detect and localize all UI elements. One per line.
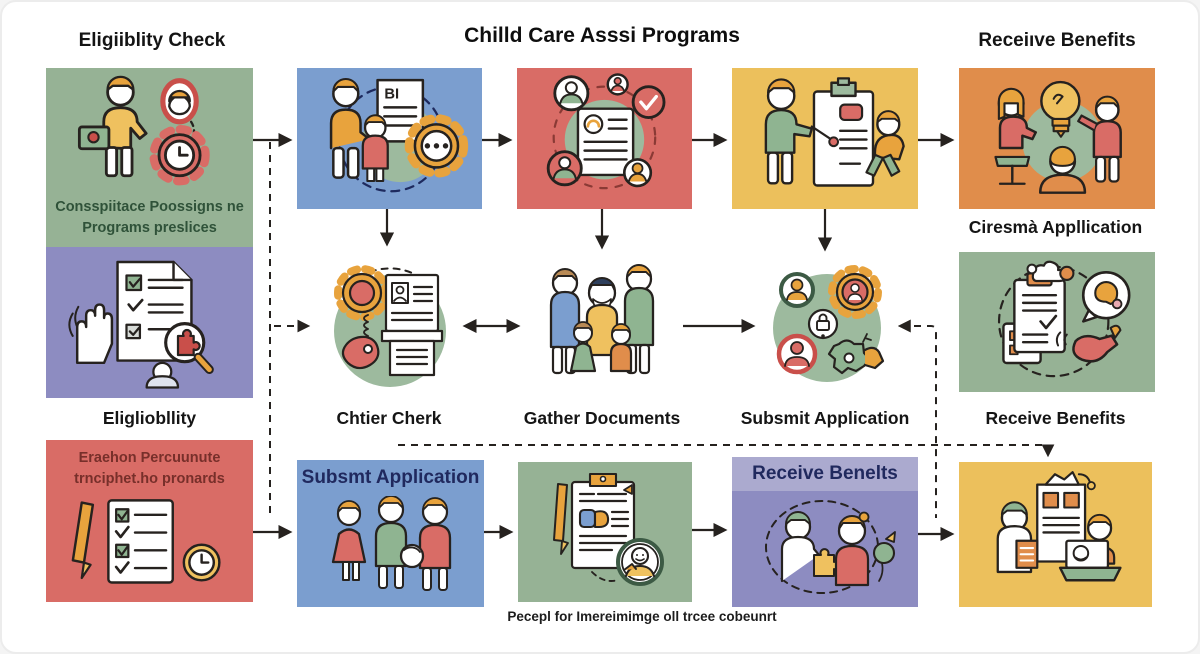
application-label: Ciresmà Appllication [968, 217, 1143, 237]
submit-application-box: Subsmt Application [297, 460, 484, 607]
counselor-clipboard-child-icon [764, 77, 905, 187]
people-documents-laptop-icon [996, 471, 1122, 582]
receive-benefits-label: Receive Benefits [985, 408, 1126, 428]
family-lightbulb-icon [994, 80, 1122, 194]
parent-portrait-clock-icon [77, 75, 210, 186]
benefits-family-box [959, 68, 1155, 209]
family-group-icon [549, 264, 655, 375]
step3-label: Subsmit Application [740, 408, 910, 428]
receive-benefits-title: Receive Benelts [752, 463, 898, 484]
footer-caption: Pecepl for Imereimimge oll trcee cobeunr… [507, 609, 777, 624]
family-document-gear-icon: BI [329, 77, 469, 193]
avatars-gears-lock-icon [773, 265, 885, 382]
red-box-caption: Eraehon Percuunute trnciphet.ho pronards [74, 450, 225, 488]
dashed-horizontal-to-yellow-box [398, 444, 1055, 458]
applicant-records-box [517, 68, 692, 209]
pencil-checklist-clock-icon [71, 499, 228, 589]
benefits-processing-box [959, 462, 1152, 607]
eligibility-check-box: Consspiitace Poossigns ne Programs presl… [46, 68, 253, 247]
family-info-box: BI [297, 68, 482, 209]
eligibility-review-box [46, 247, 253, 398]
counselor-review-box [732, 68, 918, 209]
svg-text:BI: BI [384, 86, 399, 102]
notification-review-box [959, 252, 1155, 392]
program-requirements-box: Eraehon Percuunute trnciphet.ho pronards [46, 440, 253, 602]
step2-label: Gather Documents [523, 408, 681, 428]
receive-benefits-box: Receive Benelts [732, 457, 918, 607]
documents-speech-hand-icon [997, 260, 1131, 378]
green-box-caption: Consspiitace Poossigns ne Programs presl… [55, 198, 244, 236]
gear-id-key-icon [334, 265, 446, 387]
applicant-family-icon [331, 496, 452, 591]
clipboard-pencil-avatar-icon [553, 472, 664, 586]
step1-label: Chtier Cherk [336, 408, 442, 428]
people-balloon-icon [765, 500, 896, 594]
receive-benefits-title-band: Receive Benelts [732, 457, 918, 491]
eligibility-label: Eligliobllity [102, 408, 197, 428]
document-avatars-icon [546, 73, 666, 190]
document-review-box [518, 462, 692, 602]
left-column-header: Eligiiblity Check [78, 30, 226, 51]
page-title: Chilld Care Asssi Programs [464, 24, 740, 47]
hand-document-magnifier-icon [68, 260, 214, 389]
submit-application-title: Subsmt Application [301, 467, 480, 488]
right-column-header: Receiıve Benefits [978, 30, 1136, 51]
